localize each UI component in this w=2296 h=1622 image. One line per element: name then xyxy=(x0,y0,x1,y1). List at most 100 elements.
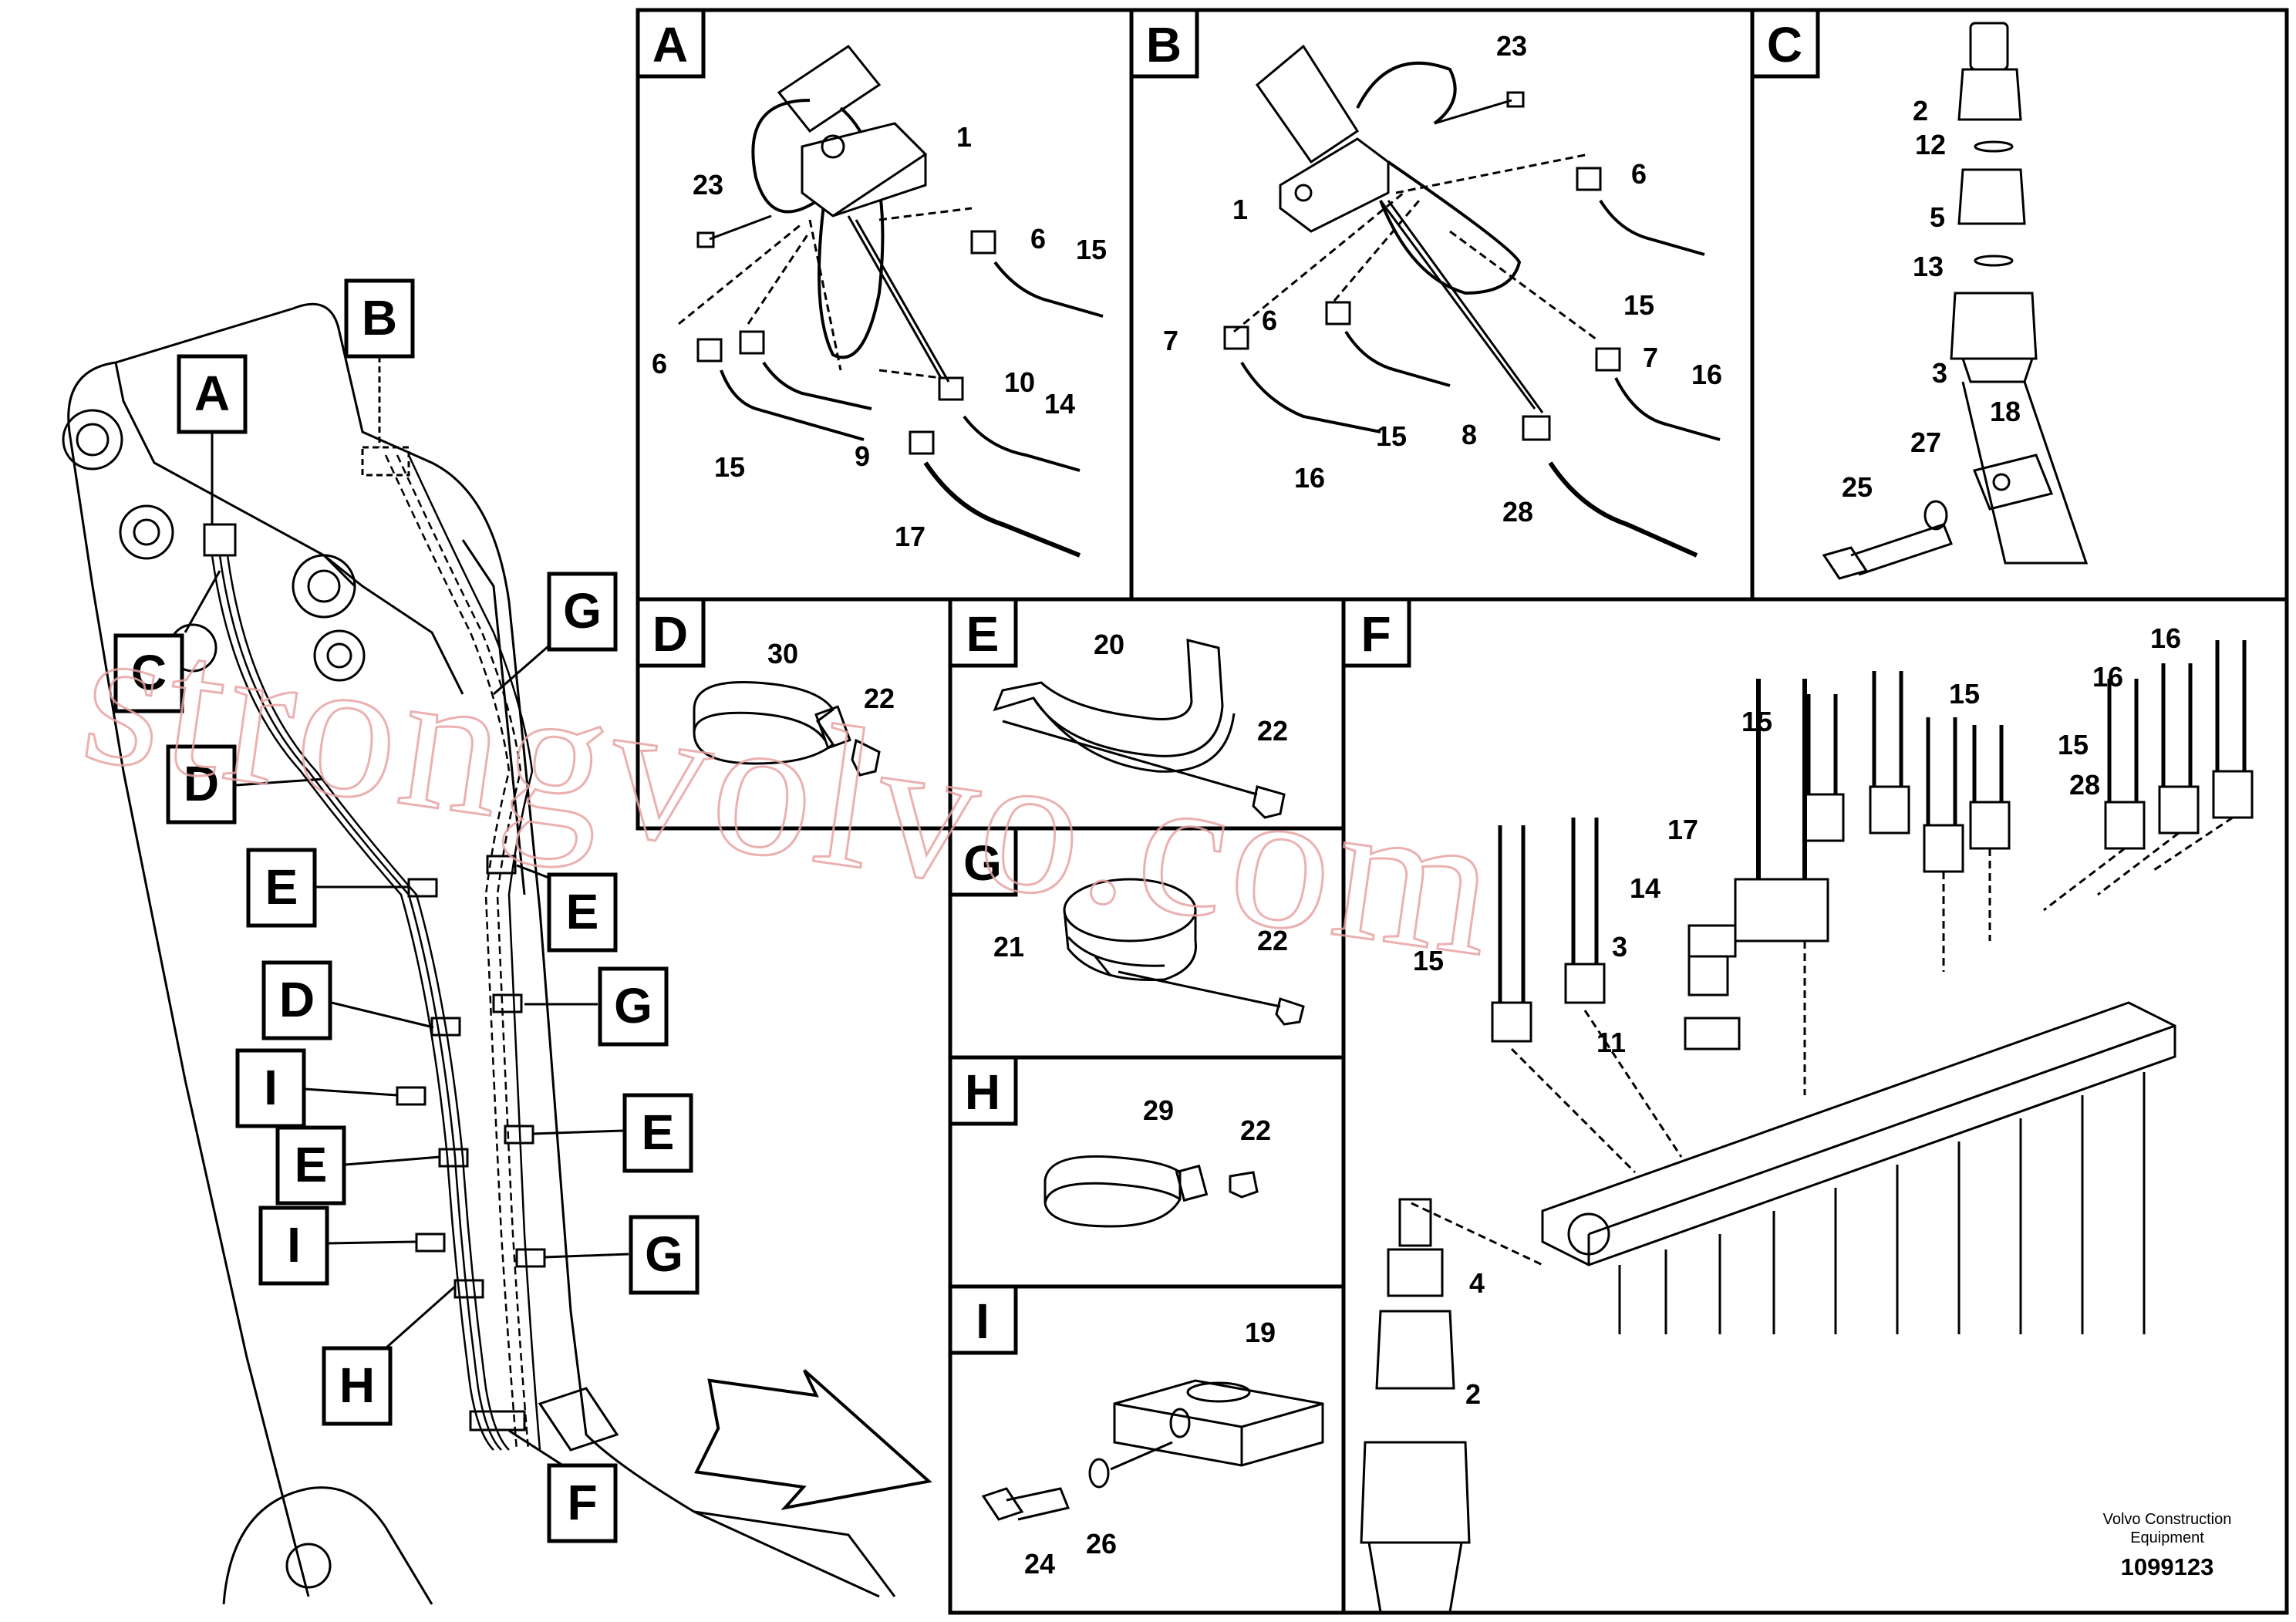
callout-C: C xyxy=(113,570,221,713)
svg-text:22: 22 xyxy=(864,683,895,714)
panel-A-labels: 1 23 6 15 6 15 10 14 9 17 xyxy=(652,121,1107,552)
svg-text:22: 22 xyxy=(1240,1114,1271,1146)
brand-line-1: Volvo Construction xyxy=(2103,1511,2232,1528)
callout-E3: E xyxy=(275,1125,440,1206)
callout-F: F xyxy=(508,1429,618,1543)
svg-text:29: 29 xyxy=(1143,1094,1174,1126)
svg-text:6: 6 xyxy=(652,348,667,379)
svg-text:C: C xyxy=(1767,17,1802,73)
panel-H-labels: 29 22 xyxy=(1143,1094,1271,1146)
callout-G3: G xyxy=(544,1215,700,1295)
callout-label-G: G xyxy=(645,1226,683,1282)
view-direction-arrow xyxy=(694,1369,932,1510)
svg-text:F: F xyxy=(1360,606,1391,662)
svg-text:3: 3 xyxy=(1612,931,1627,963)
callout-E4: E xyxy=(531,1093,693,1173)
overview-boom-drawing xyxy=(62,302,896,1605)
panel-E-labels: 20 22 xyxy=(1094,629,1288,747)
svg-text:16: 16 xyxy=(1691,359,1722,390)
svg-text:16: 16 xyxy=(2092,661,2123,693)
panel-I-drawing xyxy=(981,1379,1324,1521)
panel-F-labels: 16 16 15 15 15 28 17 14 3 15 11 4 2 xyxy=(1413,622,2181,1410)
svg-text:9: 9 xyxy=(855,440,870,472)
svg-text:6: 6 xyxy=(1631,158,1647,190)
svg-text:16: 16 xyxy=(2150,622,2181,654)
svg-text:I: I xyxy=(976,1293,990,1349)
svg-text:11: 11 xyxy=(1596,1027,1626,1058)
svg-text:4: 4 xyxy=(1469,1267,1485,1299)
svg-text:15: 15 xyxy=(1949,678,1980,710)
callout-G2: G xyxy=(524,966,669,1047)
callout-label-F: F xyxy=(567,1475,597,1530)
callout-label-D: D xyxy=(279,972,315,1027)
callout-label-G: G xyxy=(614,978,652,1034)
svg-text:2: 2 xyxy=(1913,95,1928,126)
panel-G-tab: G xyxy=(948,826,1018,897)
svg-text:6: 6 xyxy=(1262,305,1277,336)
panel-D-tab: D xyxy=(636,597,706,668)
svg-text:22: 22 xyxy=(1257,925,1288,956)
svg-text:3: 3 xyxy=(1932,357,1947,389)
svg-text:25: 25 xyxy=(1842,471,1873,503)
callout-D2: D xyxy=(261,960,434,1040)
svg-text:15: 15 xyxy=(714,451,745,483)
svg-text:28: 28 xyxy=(2069,769,2100,801)
panel-B-tab: B xyxy=(1129,8,1199,79)
callout-label-D: D xyxy=(184,756,219,811)
svg-text:14: 14 xyxy=(1630,872,1660,904)
svg-text:30: 30 xyxy=(767,638,798,669)
panel-C-labels: 2 12 5 13 3 18 27 25 xyxy=(1842,95,2021,503)
svg-text:27: 27 xyxy=(1910,427,1941,458)
svg-text:14: 14 xyxy=(1044,388,1075,420)
svg-text:13: 13 xyxy=(1913,251,1944,282)
svg-text:22: 22 xyxy=(1257,715,1288,747)
svg-text:6: 6 xyxy=(1030,223,1046,255)
panel-C-drawing xyxy=(1822,22,2089,580)
callout-H: H xyxy=(322,1285,456,1426)
panel-F-drawing xyxy=(1360,640,2254,1614)
svg-text:15: 15 xyxy=(1376,420,1407,452)
callout-label-H: H xyxy=(339,1357,375,1413)
callout-G1: G xyxy=(493,572,618,696)
panel-E-drawing xyxy=(993,639,1286,819)
callout-I1: I xyxy=(235,1048,398,1128)
svg-text:5: 5 xyxy=(1930,201,1945,233)
panel-B-labels: 23 1 6 15 7 6 15 16 7 16 8 28 xyxy=(1163,30,1722,528)
callout-label-G: G xyxy=(563,583,602,639)
callout-E2: E xyxy=(516,864,618,953)
svg-text:23: 23 xyxy=(693,169,723,201)
panel-frames xyxy=(636,8,2289,1615)
callout-E1: E xyxy=(246,848,409,928)
footer-brand: Volvo Construction Equipment 1099123 xyxy=(2103,1511,2232,1580)
callout-label-I: I xyxy=(264,1060,278,1115)
panel-H-drawing xyxy=(1043,1155,1259,1228)
svg-text:21: 21 xyxy=(993,931,1024,963)
svg-text:B: B xyxy=(1146,17,1182,73)
callout-label-A: A xyxy=(194,366,230,421)
panel-G-labels: 21 22 xyxy=(993,925,1288,963)
svg-text:2: 2 xyxy=(1465,1378,1481,1410)
svg-text:10: 10 xyxy=(1004,366,1035,398)
callout-B: B xyxy=(344,278,415,447)
brand-line-2: Equipment xyxy=(2130,1529,2204,1546)
panel-I-tab: I xyxy=(948,1284,1018,1355)
svg-text:28: 28 xyxy=(1502,496,1533,528)
svg-text:17: 17 xyxy=(895,521,925,552)
panel-F-tab: F xyxy=(1341,597,1411,668)
callout-label-E: E xyxy=(642,1104,675,1160)
panel-H-tab: H xyxy=(948,1055,1018,1126)
svg-text:12: 12 xyxy=(1915,129,1946,160)
callout-A: A xyxy=(177,354,248,524)
svg-text:26: 26 xyxy=(1086,1528,1117,1560)
svg-text:8: 8 xyxy=(1462,419,1477,450)
callout-label-I: I xyxy=(287,1217,301,1273)
svg-text:20: 20 xyxy=(1094,629,1124,660)
callout-label-E: E xyxy=(265,859,298,915)
panel-A-drawing xyxy=(678,44,1104,558)
svg-text:1: 1 xyxy=(1232,194,1248,225)
panel-D-drawing xyxy=(693,680,881,777)
callout-I2: I xyxy=(258,1206,417,1286)
svg-text:15: 15 xyxy=(1076,234,1107,265)
svg-text:16: 16 xyxy=(1294,462,1325,494)
